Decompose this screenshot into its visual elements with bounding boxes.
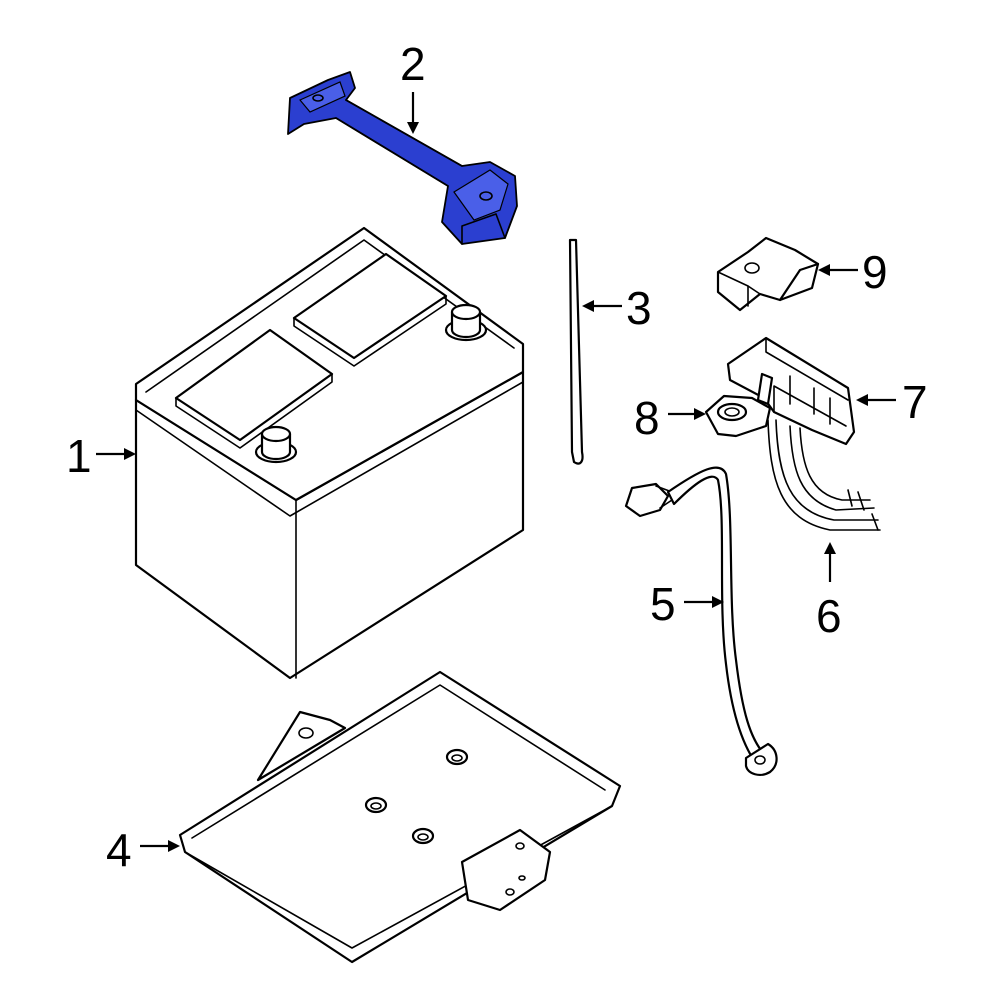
callout-6: 6 [816,542,842,642]
callout-1: 1 [66,430,136,482]
battery[interactable] [134,226,525,680]
callout-number: 6 [816,590,842,642]
callout-5: 5 [650,578,724,630]
callout-number: 7 [902,376,928,428]
callout-4: 4 [106,824,180,876]
fusible-link-box[interactable] [726,336,856,446]
cable-harness[interactable] [767,419,881,531]
callout-number: 1 [66,430,92,482]
callout-2: 2 [400,38,426,134]
callout-number: 4 [106,824,132,876]
callout-9: 9 [818,246,888,298]
callout-number: 8 [634,392,660,444]
terminal-cover[interactable] [716,236,820,312]
callout-number: 5 [650,578,676,630]
callout-7: 7 [856,376,928,428]
hold-down-rod[interactable] [568,238,584,465]
callout-number: 9 [862,246,888,298]
callout-number: 2 [400,38,426,90]
battery-tray[interactable] [178,670,622,964]
terminal-clamp[interactable] [704,372,774,438]
hold-down-bracket[interactable] [287,71,518,245]
callout-3: 3 [582,282,652,334]
callout-8: 8 [634,392,706,444]
ground-cable[interactable] [624,466,778,776]
callout-number: 3 [626,282,652,334]
